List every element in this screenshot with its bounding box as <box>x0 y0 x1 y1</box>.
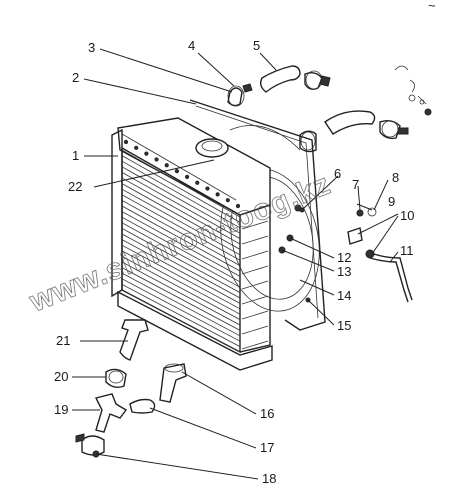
callout-12: 12 <box>337 250 351 265</box>
fin-line <box>121 267 241 331</box>
bolt-dot <box>235 203 241 209</box>
side-fin-line <box>241 325 269 335</box>
callout-19: 19 <box>54 402 68 417</box>
callout-16: 16 <box>260 406 274 421</box>
callout-8: 8 <box>392 170 399 185</box>
callout-5: 5 <box>253 38 260 53</box>
callout-6: 6 <box>334 166 341 181</box>
fin-line <box>121 228 241 293</box>
bolt-dot <box>134 145 139 150</box>
fin-line <box>121 250 241 315</box>
callout-17: 17 <box>260 440 274 455</box>
side-fin-line <box>241 205 269 215</box>
callout-9: 9 <box>388 194 395 209</box>
side-fin-line <box>241 250 269 260</box>
callout-11: 11 <box>400 243 414 258</box>
radiator-fins <box>121 149 269 353</box>
fan-shroud <box>189 99 326 331</box>
fin-line <box>121 272 241 337</box>
fin-line <box>121 216 241 283</box>
bolt-dot <box>144 151 149 156</box>
callout-20: 20 <box>54 369 68 384</box>
fin-line <box>121 256 241 320</box>
fin-line <box>121 194 241 261</box>
bolt-dot <box>195 180 200 185</box>
callout-18: 18 <box>262 471 276 486</box>
fin-line <box>121 172 241 239</box>
callout-3: 3 <box>88 40 95 55</box>
drain-fittings <box>278 204 413 303</box>
fin-line <box>121 278 241 342</box>
callout-2: 2 <box>72 70 79 85</box>
fin-line <box>121 233 241 299</box>
bolt-dot <box>154 157 159 162</box>
upper-hose-group <box>227 65 331 107</box>
side-fin-line <box>241 310 269 320</box>
fin-line <box>121 183 241 250</box>
fin-line <box>121 222 241 288</box>
side-fin-line <box>241 220 269 230</box>
fin-line <box>121 166 241 234</box>
radiator-bolts <box>123 139 241 209</box>
side-fin-line <box>241 340 269 350</box>
side-fin-line <box>241 265 269 275</box>
leader-lines <box>72 48 399 480</box>
callout-4: 4 <box>188 38 195 53</box>
callout-1: 1 <box>72 148 79 163</box>
fin-line <box>121 239 241 304</box>
fin-line <box>121 160 241 229</box>
callout-22: 22 <box>68 179 82 194</box>
bolt-dot <box>184 174 190 180</box>
fin-line <box>121 261 241 326</box>
side-fin-line <box>241 235 269 245</box>
fin-line <box>121 211 241 277</box>
callout-10: 10 <box>400 208 414 223</box>
right-hose-group <box>299 65 432 153</box>
bolt-dot <box>174 168 180 174</box>
side-fin-line <box>241 295 269 305</box>
radiator-core <box>111 117 273 371</box>
callout-labels: 3 4 5 2 1 22 6 7 8 9 10 11 12 13 14 15 2… <box>54 38 414 486</box>
fin-line <box>121 289 241 353</box>
callout-13: 13 <box>337 264 351 279</box>
fin-line <box>121 177 241 245</box>
callout-21: 21 <box>56 333 70 348</box>
bolt-dot <box>205 186 210 191</box>
callout-15: 15 <box>337 318 351 333</box>
fin-line <box>121 149 241 218</box>
fin-line <box>121 244 241 310</box>
bolt-dot <box>164 163 169 168</box>
fin-line <box>121 205 241 272</box>
bolt-dot <box>215 192 220 197</box>
bolt-dot <box>123 139 129 145</box>
fin-line <box>121 155 241 223</box>
callout-14: 14 <box>337 288 351 303</box>
side-fin-line <box>241 280 269 290</box>
fin-line <box>121 284 241 347</box>
fin-line <box>121 188 241 256</box>
bolt-dot <box>225 198 230 203</box>
callout-7: 7 <box>352 177 359 192</box>
fin-line <box>121 200 241 266</box>
corner-mark: ~ <box>428 0 436 13</box>
